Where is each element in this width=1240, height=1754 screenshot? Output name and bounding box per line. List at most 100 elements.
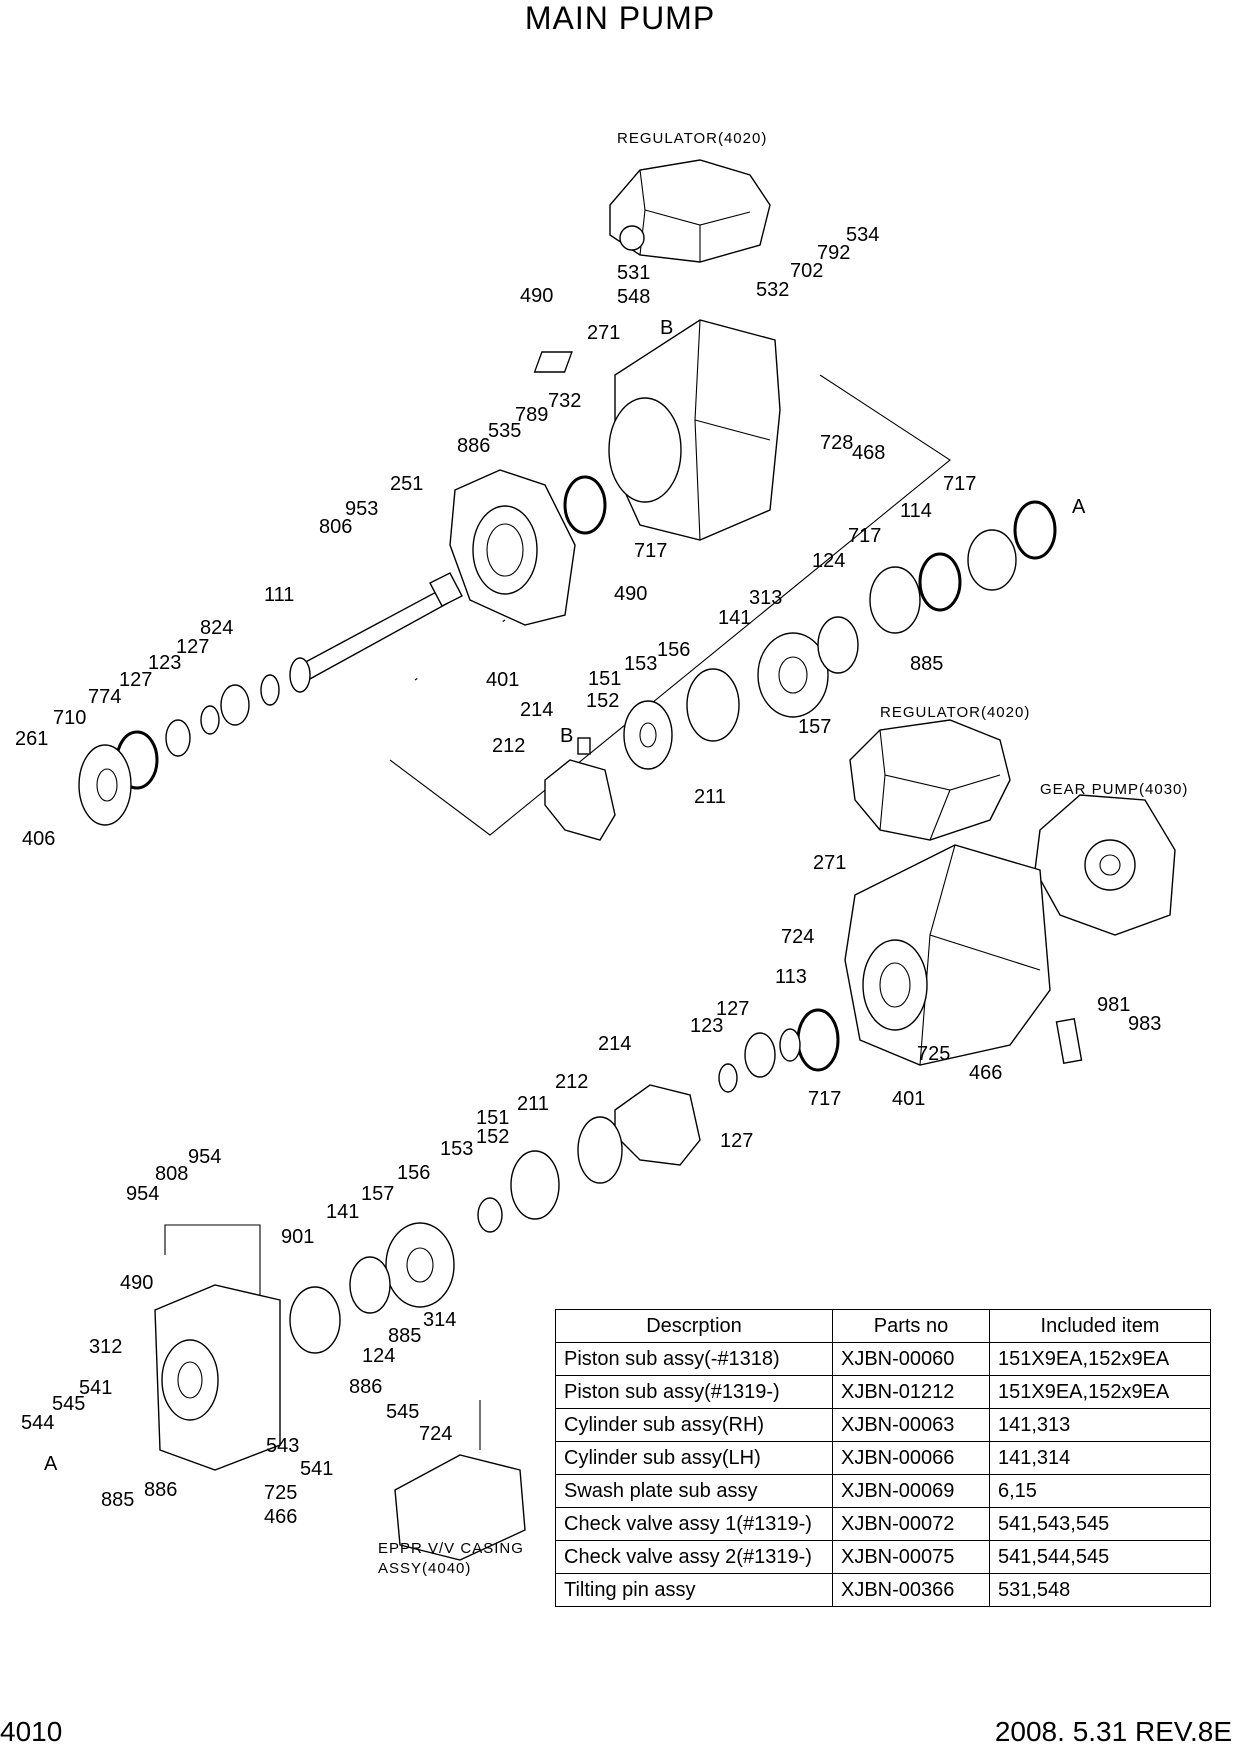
callout-541-b: 541 [300, 1458, 333, 1480]
callout-886-b: 886 [349, 1376, 382, 1398]
callout-151-b: 151 [476, 1107, 509, 1129]
table-cell: Swash plate sub assy [555, 1474, 833, 1508]
callout-214-b: 214 [598, 1033, 631, 1055]
callout-261: 261 [15, 728, 48, 750]
callout-156: 156 [657, 639, 690, 661]
holder-156-lower [477, 1197, 503, 1233]
upper-casing [533, 319, 781, 541]
callout-953: 953 [345, 498, 378, 520]
oring-717b [1013, 500, 1057, 560]
callout-212: 212 [492, 735, 525, 757]
ring-824 [289, 657, 311, 693]
callout-124-b: 124 [362, 1345, 395, 1367]
valve-plate-upper [623, 668, 740, 770]
shoe-plate-211-lower [577, 1116, 623, 1184]
callout-717: 717 [943, 473, 976, 495]
callout-A: A [1072, 496, 1086, 518]
callout-151: 151 [588, 668, 621, 690]
plate-981 [1055, 1017, 1083, 1065]
table-cell: XJBN-00366 [832, 1573, 990, 1607]
callout-141: 141 [718, 607, 751, 629]
callout-127-c: 127 [716, 998, 749, 1020]
callout-124: 124 [812, 550, 845, 572]
callout-544: 544 [21, 1412, 54, 1434]
callout-123: 123 [148, 652, 181, 674]
callout-B: B [660, 317, 673, 339]
callout-312: 312 [89, 1336, 122, 1358]
callout-983: 983 [1128, 1013, 1161, 1035]
callout-152: 152 [586, 690, 619, 712]
swash-plate-upper [544, 759, 616, 841]
note-eppr-line1: EPPR V/V CASING [378, 1540, 524, 1557]
callout-157: 157 [798, 716, 831, 738]
table-cell: 531,548 [989, 1573, 1211, 1607]
valve-block-lower [154, 1284, 281, 1471]
table-cell: Tilting pin assy [555, 1573, 833, 1607]
table-cell: 141,314 [989, 1441, 1211, 1475]
callout-153: 153 [624, 653, 657, 675]
cover-plate [78, 744, 132, 826]
table-cell: 151X9EA,152x9EA [989, 1375, 1211, 1409]
table-cell: Check valve assy 1(#1319-) [555, 1507, 833, 1541]
table-cell: XJBN-00069 [832, 1474, 990, 1508]
revision-date: 2008. 5.31 REV.8E [994, 1716, 1232, 1747]
swash-plate-lower [614, 1084, 701, 1166]
callout-141-b: 141 [326, 1201, 359, 1223]
cylinder-block-lower [289, 1222, 455, 1354]
table-row: Check valve assy 1(#1319-) XJBN-00072 54… [555, 1507, 1211, 1541]
callout-153-b: 153 [440, 1138, 473, 1160]
callout-490: 490 [520, 285, 553, 307]
callout-401-b: 401 [892, 1088, 925, 1110]
callout-885: 885 [910, 653, 943, 675]
callout-531: 531 [617, 262, 650, 284]
table-cell: 151X9EA,152x9EA [989, 1342, 1211, 1376]
table-cell: XJBN-00075 [832, 1540, 990, 1574]
callout-127-d: 127 [720, 1130, 753, 1152]
callout-774: 774 [88, 686, 121, 708]
note-eppr-line2: ASSY(4040) [378, 1560, 471, 1577]
table-cell: XJBN-00063 [832, 1408, 990, 1442]
table-row: Swash plate sub assy XJBN-00069 6,15 [555, 1474, 1211, 1508]
table-header-row: Descrption Parts no Included item [555, 1309, 1211, 1343]
lower-casing [844, 844, 1051, 1066]
callout-725: 725 [917, 1043, 950, 1065]
table-cell: XJBN-01212 [832, 1375, 990, 1409]
callout-labels: 534 792 702 531 548 532 490 271 B 732 78… [15, 224, 1161, 1528]
callout-211-b: 211 [517, 1093, 549, 1115]
seal-774 [165, 719, 191, 757]
callout-702: 702 [790, 260, 823, 282]
table-row: Tilting pin assy XJBN-00366 531,548 [555, 1573, 1211, 1607]
callout-548: 548 [617, 286, 650, 308]
upper-regulator [609, 159, 771, 263]
note-regulator-upper: REGULATOR(4020) [617, 130, 767, 147]
retainer-153-lower [510, 1150, 560, 1220]
callout-B-b: B [560, 725, 573, 747]
subassembly-notes: REGULATOR(4020) REGULATOR(4020) GEAR PUM… [378, 130, 1187, 1577]
callout-541: 541 [79, 1377, 112, 1399]
callout-127-b: 127 [119, 669, 152, 691]
callout-214: 214 [520, 699, 553, 721]
callout-901: 901 [281, 1226, 314, 1248]
callout-954: 954 [188, 1146, 221, 1168]
callout-156-b: 156 [397, 1162, 430, 1184]
callout-113: 113 [775, 966, 807, 988]
callout-724-b: 724 [419, 1423, 452, 1445]
rod-upper-fill [415, 619, 505, 681]
callout-111: 111 [264, 584, 294, 606]
callout-725-b: 725 [264, 1482, 297, 1504]
table-row: Piston sub assy(#1319-) XJBN-01212 151X9… [555, 1375, 1211, 1409]
table-cell: Piston sub assy(-#1318) [555, 1342, 833, 1376]
table-row: Check valve assy 2(#1319-) XJBN-00075 54… [555, 1540, 1211, 1574]
table-cell: Check valve assy 2(#1319-) [555, 1540, 833, 1574]
callout-717-c: 717 [848, 525, 881, 547]
callout-490-b: 490 [614, 583, 647, 605]
column-header: Included item [989, 1309, 1211, 1343]
column-header: Parts no [832, 1309, 990, 1343]
parts-table: Descrption Parts no Included item Piston… [555, 1309, 1211, 1607]
callout-886: 886 [457, 435, 490, 457]
callout-732: 732 [548, 390, 581, 412]
callout-885-c: 885 [101, 1489, 134, 1511]
gear-pump [1034, 794, 1176, 936]
ring-127 [260, 674, 280, 706]
